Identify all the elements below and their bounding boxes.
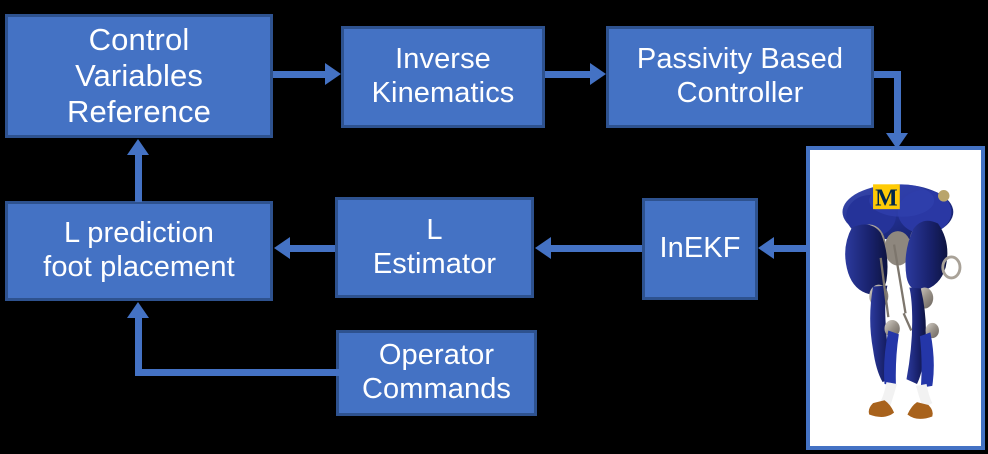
block-control-variables-reference[interactable]: Control Variables Reference (5, 14, 273, 138)
arrowhead-robot-to-inekf (758, 237, 774, 259)
robot-upper-legs (845, 220, 962, 295)
arrowhead-operator-to-lprediction (127, 302, 149, 318)
robot-tarsus (884, 330, 934, 388)
block-operator-commands-label: Operator Commands (361, 339, 512, 405)
connector-ik-to-pbc (545, 71, 593, 78)
block-operator-commands[interactable]: Operator Commands (336, 330, 537, 416)
block-inverse-kinematics[interactable]: Inverse Kinematics (341, 26, 545, 128)
connector-lprediction-to-cvr (135, 155, 142, 202)
connector-lestimator-to-lprediction (290, 245, 335, 252)
block-inekf[interactable]: InEKF (642, 198, 758, 300)
arrowhead-lestimator-to-lprediction (274, 237, 290, 259)
arrowhead-cvr-to-ik (325, 63, 341, 85)
block-l-estimator[interactable]: L Estimator (335, 197, 534, 298)
connector-inekf-to-lestimator (551, 245, 642, 252)
block-l-prediction-foot-placement[interactable]: L prediction foot placement (5, 201, 273, 301)
block-control-variables-reference-label: Control Variables Reference (67, 22, 211, 129)
arrowhead-inekf-to-lestimator (535, 237, 551, 259)
connector-robot-to-inekf (774, 245, 807, 252)
arrowhead-pbc-to-robot (886, 133, 908, 149)
connector-pbc-to-robot-horizontal (874, 71, 901, 78)
block-inverse-kinematics-label: Inverse Kinematics (371, 43, 515, 109)
robot-feet (868, 400, 933, 419)
block-robot-photo[interactable]: M (806, 146, 985, 450)
block-passivity-based-controller-label: Passivity Based Controller (636, 43, 844, 109)
connector-operator-to-lprediction-horizontal (135, 369, 340, 376)
block-inekf-label: InEKF (659, 232, 741, 265)
block-l-estimator-label: L Estimator (372, 213, 497, 280)
robot-shin-struts (880, 382, 933, 408)
block-m-logo: M (873, 184, 900, 211)
block-passivity-based-controller[interactable]: Passivity Based Controller (606, 26, 874, 128)
block-l-prediction-foot-placement-label: L prediction foot placement (43, 217, 235, 283)
connector-operator-to-lprediction-vertical (135, 318, 142, 372)
connector-pbc-to-robot-vertical (894, 71, 901, 137)
arrowhead-ik-to-pbc (590, 63, 606, 85)
arrowhead-lprediction-to-cvr (127, 139, 149, 155)
robot-linkages (879, 244, 913, 331)
svg-text:M: M (875, 185, 898, 211)
connector-cvr-to-ik (273, 71, 327, 78)
robot-illustration: M (842, 184, 962, 419)
